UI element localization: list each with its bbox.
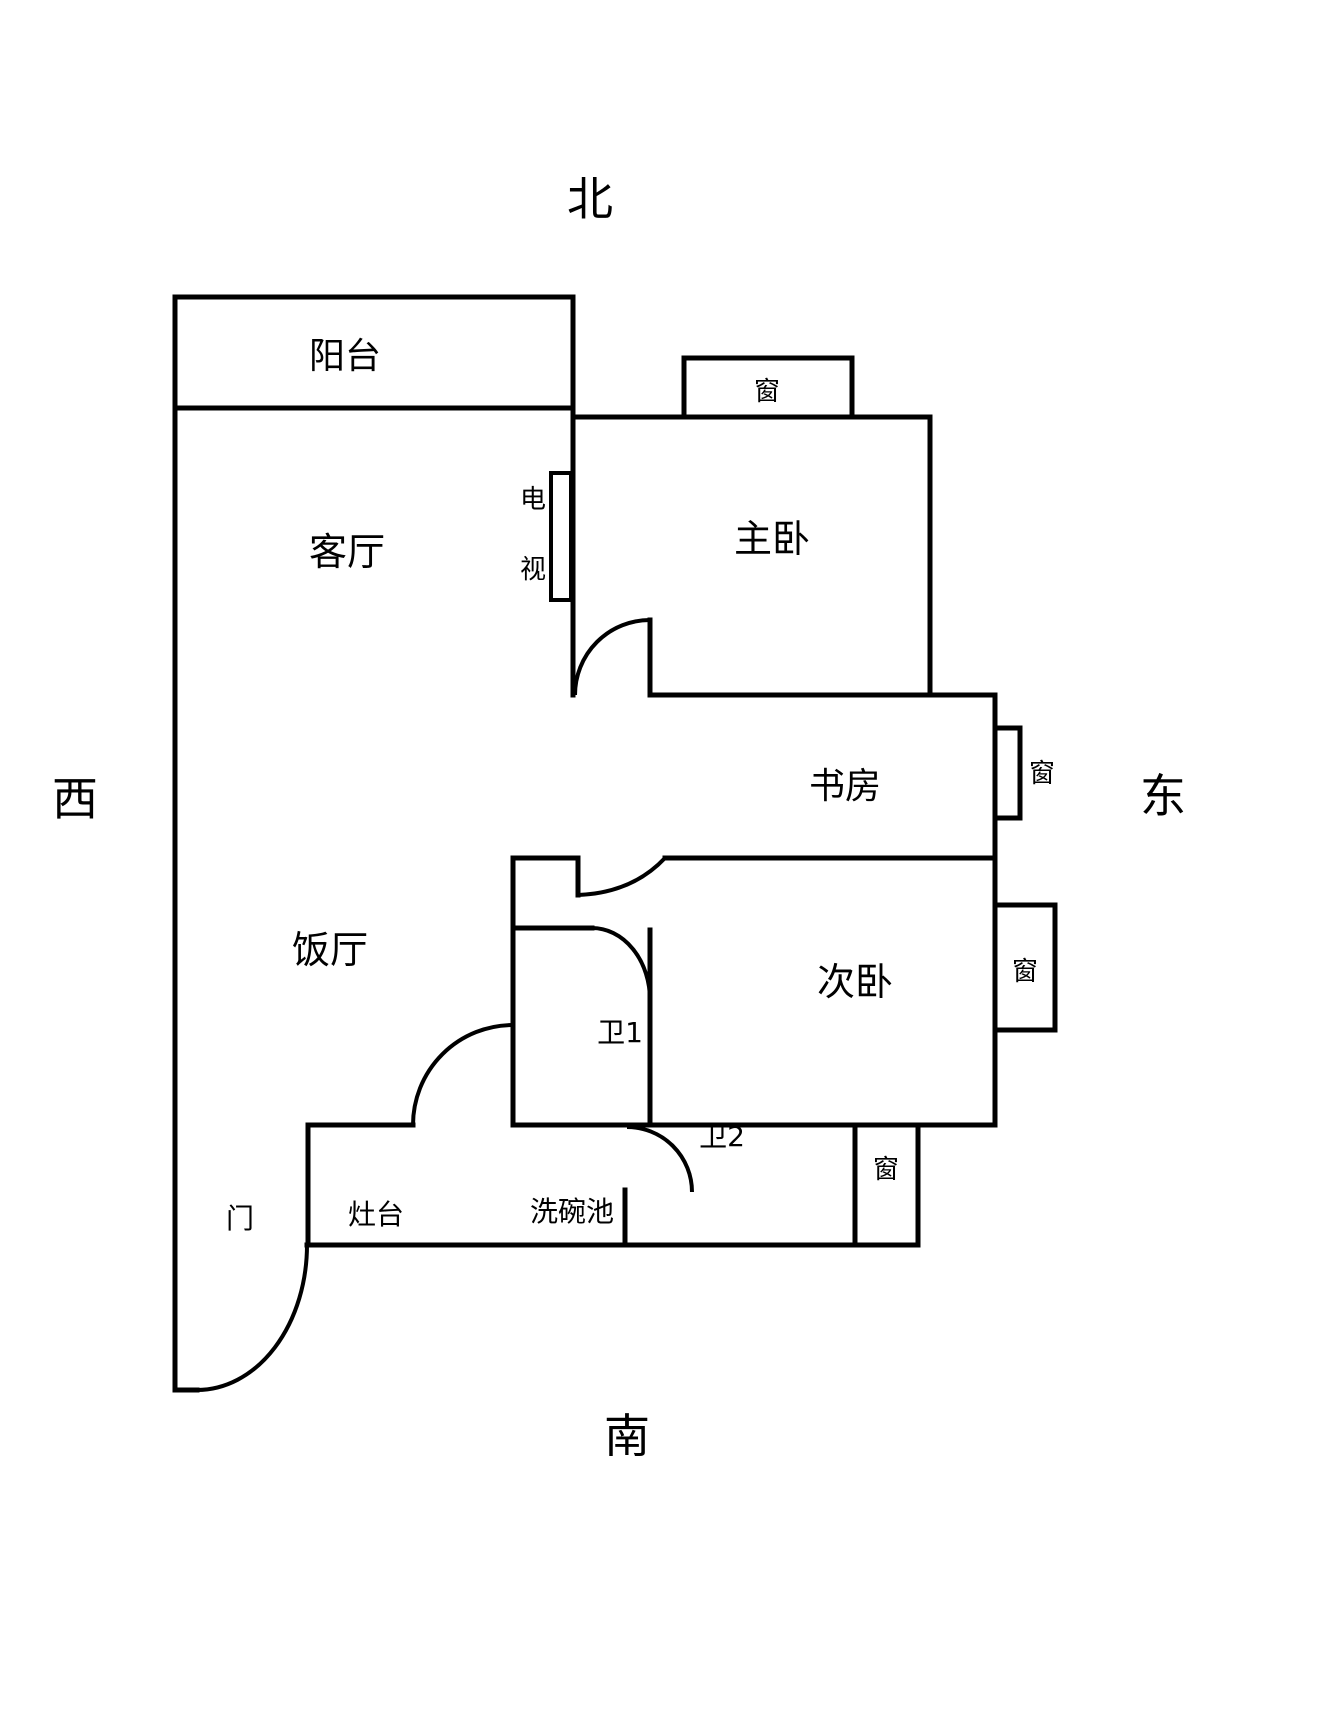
hallway-door-arc: [577, 856, 667, 897]
window-bay-master-top: [681, 355, 855, 420]
compass-labels: 北 南 西 东: [52, 172, 1186, 1463]
bathroom2-label: 卫2: [699, 1120, 745, 1153]
living-room-label: 客厅: [309, 530, 385, 574]
window-label-kitchen: 窗: [873, 1155, 899, 1185]
balcony-label: 阳台: [309, 336, 381, 377]
door-arcs: [196, 618, 694, 1392]
window-label-master: 窗: [754, 377, 780, 407]
window-bay-study-right: [992, 725, 1023, 821]
stove-label: 灶台: [348, 1198, 404, 1231]
bath1-door-arc: [591, 926, 652, 1001]
bath2-door-arc: [626, 1125, 694, 1193]
compass-east-label: 东: [1140, 769, 1186, 823]
fixture-labels: 电 视 门 灶台 洗碗池 窗 窗 窗 窗: [226, 377, 1055, 1235]
entry-door-label: 门: [226, 1202, 254, 1235]
compass-north-label: 北: [567, 172, 613, 226]
master-door-arc: [573, 618, 651, 696]
tv-label-char1: 电: [520, 485, 546, 515]
entrance-door-arc: [196, 1244, 309, 1392]
dining-room-label: 饭厅: [292, 928, 368, 972]
bathroom1-label: 卫1: [597, 1016, 643, 1049]
tv-fixture: [549, 471, 573, 602]
sink-label: 洗碗池: [530, 1195, 614, 1228]
compass-south-label: 南: [604, 1409, 650, 1463]
compass-west-label: 西: [52, 772, 98, 826]
study-label: 书房: [809, 766, 881, 807]
master-bedroom-label: 主卧: [734, 517, 810, 561]
window-bay-bedroom2-right: [992, 902, 1058, 1033]
room-labels: 阳台 客厅 主卧 书房 饭厅 次卧 卫1 卫2: [292, 336, 893, 1153]
window-label-study: 窗: [1029, 759, 1055, 789]
second-bedroom-label: 次卧: [817, 960, 893, 1004]
walls: [172, 294, 1058, 1393]
dining-door-arc: [411, 1023, 514, 1126]
tv-label-char2: 视: [520, 555, 546, 585]
window-label-bedroom2: 窗: [1012, 957, 1038, 987]
